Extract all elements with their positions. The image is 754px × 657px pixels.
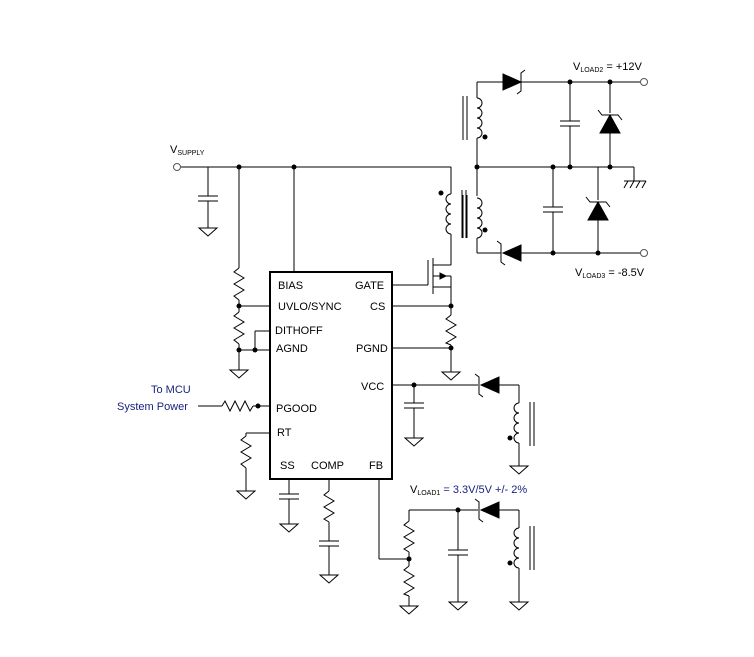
chassis-ground-icon bbox=[623, 167, 647, 189]
controller-ic bbox=[269, 271, 393, 480]
pin-cs: CS bbox=[370, 301, 385, 313]
vsupply-terminal bbox=[173, 163, 181, 171]
flyback-primary-winding bbox=[438, 167, 467, 265]
system-power-label: System Power bbox=[117, 401, 188, 413]
compensation-network bbox=[319, 479, 339, 584]
pin-bias: BIAS bbox=[278, 280, 303, 292]
input-capacitor bbox=[198, 167, 218, 237]
to-mcu-label: To MCU bbox=[151, 384, 191, 396]
vload2-output bbox=[477, 69, 648, 167]
pin-uvlo-sync: UVLO/SYNC bbox=[278, 301, 342, 313]
vcc-supply bbox=[392, 373, 535, 475]
rt-resistor bbox=[236, 432, 270, 500]
uvlo-divider bbox=[229, 167, 270, 379]
pin-rt: RT bbox=[277, 427, 292, 439]
current-sense-resistor bbox=[392, 303, 461, 381]
vload2-label: VLOAD2 = +12V bbox=[573, 61, 643, 74]
pin-gate: GATE bbox=[355, 280, 384, 292]
vload3-output bbox=[477, 167, 648, 266]
secondary-winding-3 bbox=[462, 195, 488, 253]
pin-dithoff: DITHOFF bbox=[275, 325, 323, 337]
pin-ss: SS bbox=[280, 460, 295, 472]
vload3-label: VLOAD3 = -8.5V bbox=[575, 267, 645, 280]
pin-vcc: VCC bbox=[361, 381, 384, 393]
vsupply-label: VSUPPLY bbox=[170, 144, 205, 157]
vload1-output bbox=[378, 479, 535, 615]
soft-start-capacitor bbox=[279, 479, 299, 533]
pin-pgnd: PGND bbox=[356, 343, 388, 355]
pin-agnd: AGND bbox=[276, 343, 308, 355]
power-mosfet bbox=[392, 258, 452, 306]
pin-comp: COMP bbox=[311, 460, 344, 472]
pgood-pullup bbox=[198, 399, 270, 413]
vload1-label: VLOAD1 = 3.3V/5V +/- 2% bbox=[410, 484, 527, 497]
pin-pgood: PGOOD bbox=[276, 403, 317, 415]
secondary-winding-2 bbox=[462, 82, 488, 196]
pin-fb: FB bbox=[369, 460, 383, 472]
